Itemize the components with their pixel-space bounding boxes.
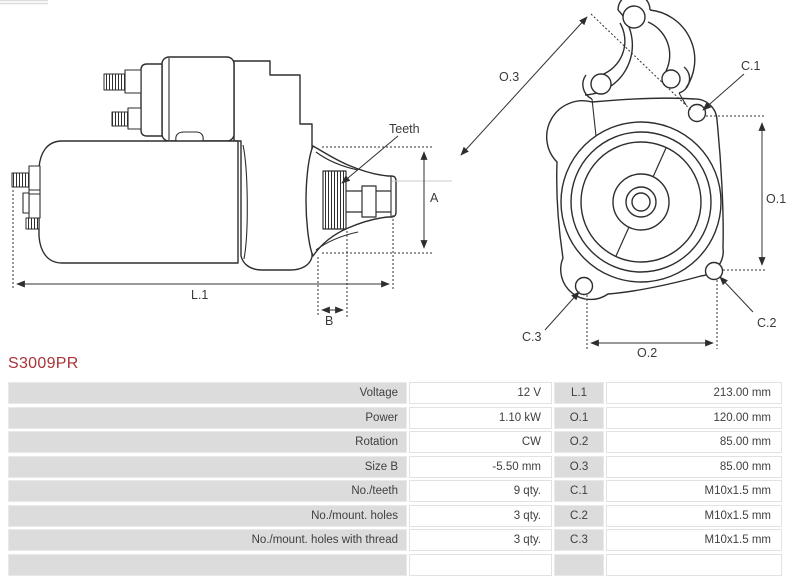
c2-leader-line <box>719 276 754 313</box>
side-view-dimensions <box>12 135 452 317</box>
spec-label: No./teeth <box>8 480 407 502</box>
spec-dim-code: C.3 <box>554 529 604 551</box>
spec-dim-code: C.1 <box>554 480 604 502</box>
teeth-leader-line <box>341 135 399 184</box>
motor-body <box>38 140 239 264</box>
spec-dim-value: 213.00 mm <box>606 382 782 404</box>
spec-value: 12 V <box>409 382 552 404</box>
c3-leader-line <box>544 291 580 331</box>
spec-dim-value: 120.00 mm <box>606 406 782 429</box>
front-view-dimensions <box>460 13 766 349</box>
table-row: No./mount. holes 3 qty. C.2 M10x1.5 mm <box>8 504 782 527</box>
spec-label: Rotation <box>8 431 407 453</box>
spec-value: 3 qty. <box>409 504 552 527</box>
spec-table: Voltage 12 V L.1 213.00 mm Power 1.10 kW… <box>8 382 782 578</box>
side-view-drawing <box>11 56 397 271</box>
dim-b-label: B <box>325 314 333 328</box>
bracket-hole-left <box>590 73 612 95</box>
spec-dim-value <box>606 553 782 576</box>
dim-l1-label: L.1 <box>191 288 208 302</box>
spec-dim-code: L.1 <box>554 382 604 404</box>
bracket-hole-top <box>622 5 646 29</box>
spec-label: Size B <box>8 455 407 478</box>
spec-dim-code: C.2 <box>554 504 604 527</box>
terminal-stud-lower <box>111 111 129 127</box>
spec-value <box>409 553 552 576</box>
spec-value: CW <box>409 431 552 453</box>
spec-dim-code: O.3 <box>554 455 604 478</box>
table-row: No./mount. holes with thread 3 qty. C.3 … <box>8 529 782 551</box>
mount-hole-c1 <box>687 103 707 123</box>
spec-dim-value: M10x1.5 mm <box>606 529 782 551</box>
table-row: Rotation CW O.2 85.00 mm <box>8 431 782 453</box>
spec-dim-value: 85.00 mm <box>606 431 782 453</box>
spec-label: Voltage <box>8 382 407 404</box>
spec-label: Power <box>8 406 407 429</box>
table-row: Size B -5.50 mm O.3 85.00 mm <box>8 455 782 478</box>
spec-label: No./mount. holes with thread <box>8 529 407 551</box>
spec-dim-value: 85.00 mm <box>606 455 782 478</box>
spec-label <box>8 553 407 576</box>
mount-hole-c2 <box>704 261 724 281</box>
nose-cone <box>305 145 397 257</box>
terminal-stud-upper <box>103 73 126 91</box>
dim-o2-label: O.2 <box>637 346 657 360</box>
dim-c2-label: C.2 <box>757 316 777 330</box>
dim-a-label: A <box>430 191 439 205</box>
spec-value: 3 qty. <box>409 529 552 551</box>
dim-c3-label: C.3 <box>522 330 542 344</box>
dim-o1-label: O.1 <box>766 192 786 206</box>
mounting-flange <box>546 97 724 301</box>
spec-dim-code <box>554 553 604 576</box>
solenoid <box>161 56 235 142</box>
spec-dim-value: M10x1.5 mm <box>606 504 782 527</box>
part-number: S3009PR <box>8 355 79 372</box>
page-edge-artifact <box>0 0 48 5</box>
table-row: Voltage 12 V L.1 213.00 mm <box>8 382 782 404</box>
starter-motor-technical-drawing: Teeth A L.1 B <box>11 0 786 360</box>
spec-dim-code: O.1 <box>554 406 604 429</box>
table-row: Power 1.10 kW O.1 120.00 mm <box>8 406 782 429</box>
spec-value: 9 qty. <box>409 480 552 502</box>
spec-dim-code: O.2 <box>554 431 604 453</box>
pinion-gear <box>322 170 347 230</box>
rear-stud <box>11 172 30 188</box>
spec-value: 1.10 kW <box>409 406 552 429</box>
spec-label: No./mount. holes <box>8 504 407 527</box>
teeth-label: Teeth <box>389 122 420 136</box>
dim-line-o3 <box>460 16 588 156</box>
spec-dim-value: M10x1.5 mm <box>606 480 782 502</box>
spec-value: -5.50 mm <box>409 455 552 478</box>
mount-hole-c3 <box>574 276 594 296</box>
shaft-hub <box>612 173 670 231</box>
table-row-partial <box>8 553 782 576</box>
front-view-drawing <box>546 0 724 301</box>
dim-o3-label: O.3 <box>499 70 519 84</box>
table-row: No./teeth 9 qty. C.1 M10x1.5 mm <box>8 480 782 502</box>
bracket-hole-right <box>661 69 681 89</box>
dim-c1-label: C.1 <box>741 59 761 73</box>
c1-leader-line <box>702 73 745 111</box>
